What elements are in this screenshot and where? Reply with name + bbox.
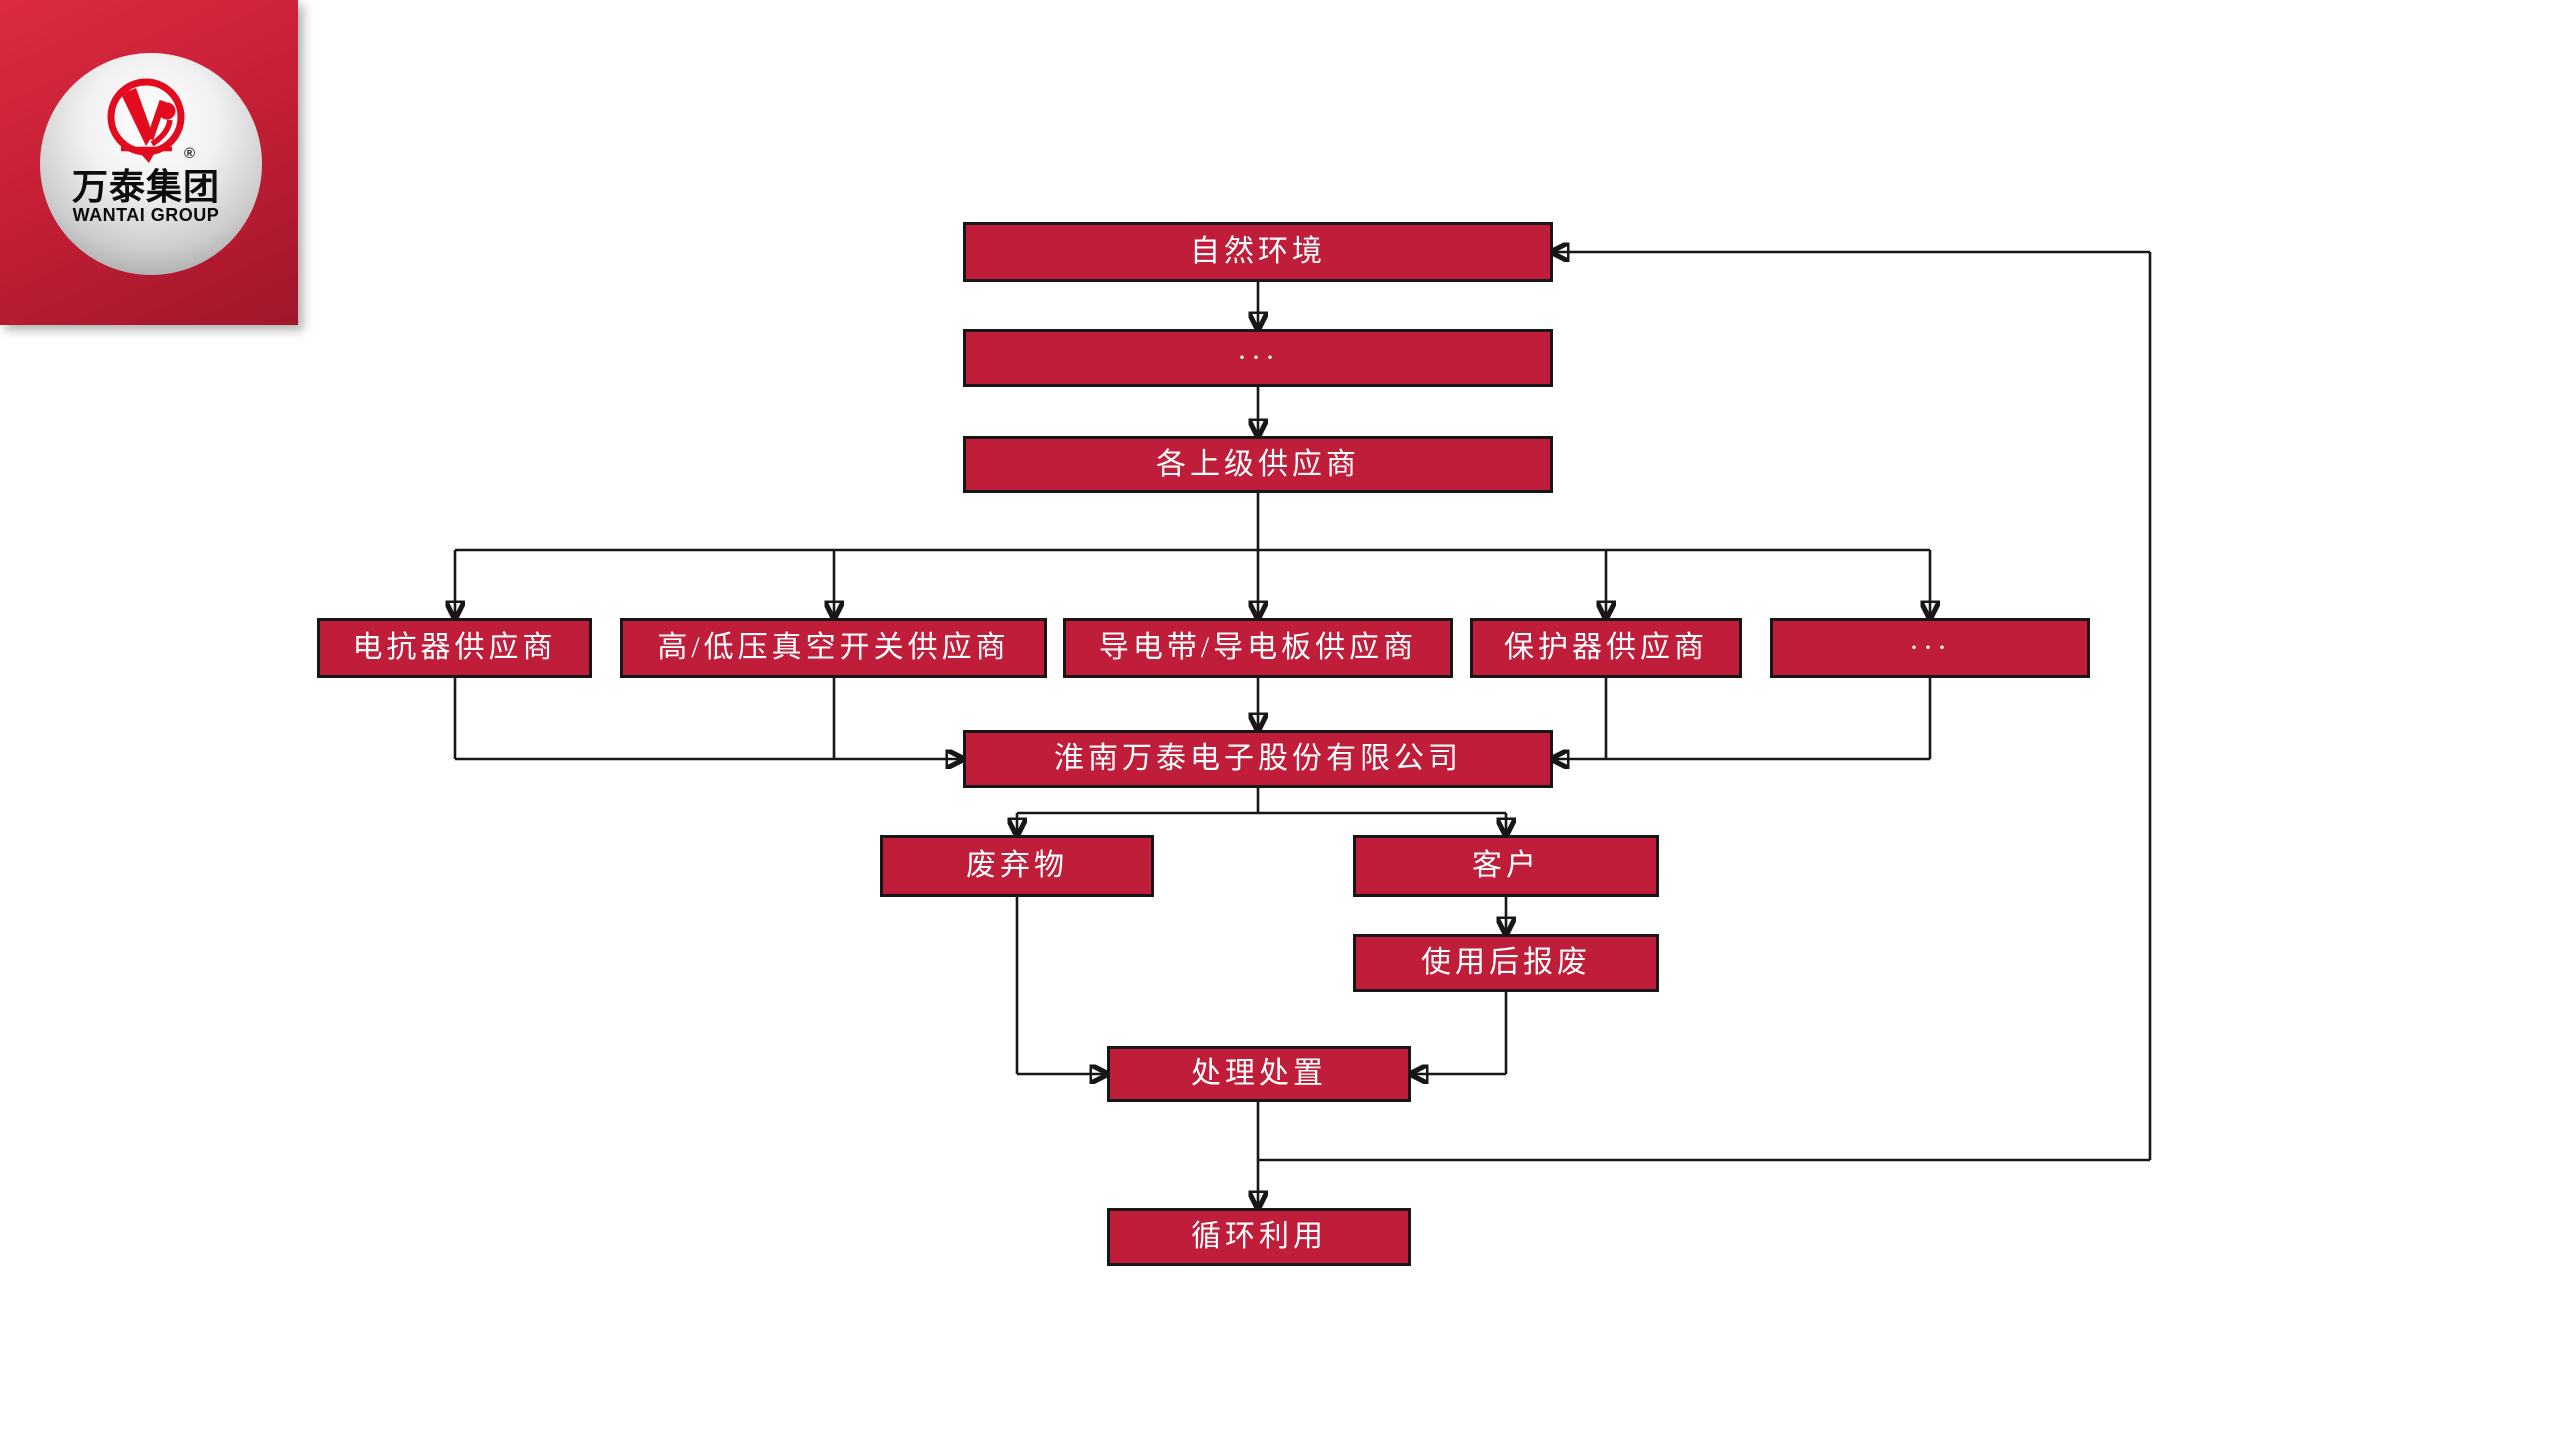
node-protector-supplier: 保护器供应商 [1470, 618, 1742, 678]
node-disposal: 处理处置 [1107, 1046, 1411, 1102]
node-conductive-supplier: 导电带/导电板供应商 [1063, 618, 1453, 678]
wantai-logo: ® 万泰集团 WANTAI GROUP [0, 0, 298, 325]
logo-emblem [107, 78, 185, 163]
node-waste: 废弃物 [880, 835, 1154, 897]
logo-silver-ball [40, 53, 262, 275]
logo-registered-mark: ® [184, 145, 195, 162]
logo-company-name-zh: 万泰集团 [72, 166, 220, 207]
node-nature: 自然环境 [963, 222, 1553, 282]
node-upper-suppliers: 各上级供应商 [963, 436, 1553, 493]
node-ellipsis-chain: ··· [963, 329, 1553, 387]
node-reactor-supplier: 电抗器供应商 [317, 618, 592, 678]
node-vacuum-switch-supplier: 高/低压真空开关供应商 [620, 618, 1047, 678]
node-ellipsis-suppliers: ··· [1770, 618, 2090, 678]
node-customer: 客户 [1353, 835, 1659, 897]
node-scrap-after-use: 使用后报废 [1353, 934, 1659, 992]
node-company: 淮南万泰电子股份有限公司 [963, 730, 1553, 788]
logo-company-name-en: WANTAI GROUP [73, 205, 220, 225]
node-recycling: 循环利用 [1107, 1208, 1411, 1266]
